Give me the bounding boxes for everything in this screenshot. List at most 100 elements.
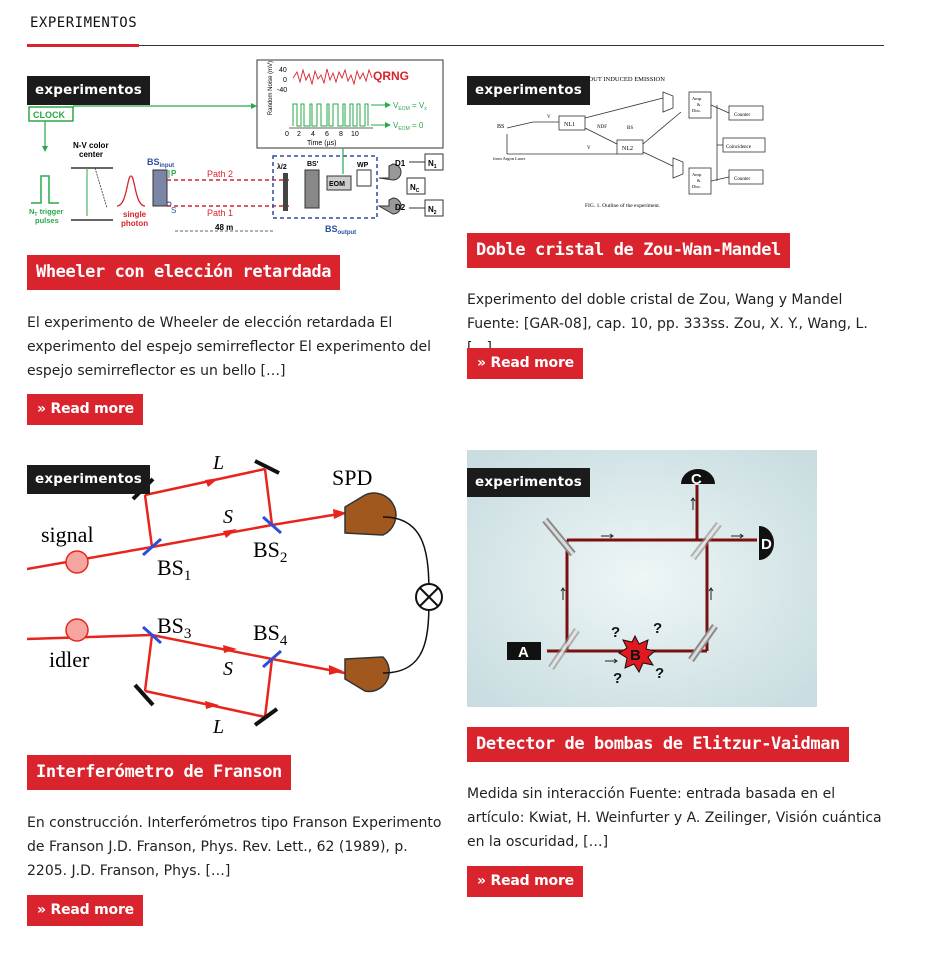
wp-label: WP (357, 162, 369, 169)
amp-label-2: & (697, 102, 701, 107)
category-badge[interactable]: experimentos (467, 76, 590, 105)
post-excerpt: En construcción. Interferómetros tipo Fr… (27, 815, 442, 879)
read-more-button[interactable]: » Read more (27, 394, 143, 425)
idler-label: idler (49, 647, 90, 672)
zou-wang-mandel-diagram: COHERENCE WITHOUT INDUCED EMISSION BS fr… (493, 76, 766, 209)
clock-label: CLOCK (33, 110, 65, 120)
svg-text:4: 4 (311, 131, 315, 138)
nv-label-1: N-V color (73, 141, 109, 150)
category-badge[interactable]: experimentos (27, 76, 150, 105)
noise-tick-40: 40 (279, 67, 287, 74)
n1-label: N1 (428, 159, 437, 170)
v1-label: V (547, 115, 551, 120)
section-header: EXPERIMENTOS (27, 0, 884, 47)
detector-c-label: C (691, 471, 702, 488)
figure-heading: COHERENCE WITHOUT INDUCED EMISSION (531, 76, 665, 83)
veom-vx-label: VEOM = Vx (393, 101, 427, 112)
svg-text:?: ? (655, 665, 664, 682)
post-thumbnail-elitzur-vaidman[interactable]: C D A B ? ? ? ? experimentos (467, 450, 817, 707)
v2-label: V (587, 146, 591, 151)
nc-label: NC (410, 183, 420, 194)
from-laser-label: from Argon Laser (493, 156, 526, 161)
bs-prime-label: BS' (307, 161, 319, 168)
read-more-button[interactable]: » Read more (467, 348, 583, 379)
veom-zero-label: VEOM = 0 (393, 121, 424, 132)
bs0-label: BS (627, 126, 633, 131)
bs2-label: BS2 (253, 537, 287, 566)
read-more-button[interactable]: » Read more (467, 866, 583, 897)
amp-label-2b: & (697, 178, 701, 183)
post-thumbnail-wheeler[interactable]: Random Noise (mV) 40 0 -40 QRNG VEOM = V… (27, 58, 452, 238)
svg-text:0: 0 (285, 131, 289, 138)
svg-text:6: 6 (325, 131, 329, 138)
bs-output-label: BSoutput (325, 224, 356, 236)
time-axis-label: Time (µs) (307, 140, 336, 147)
path2-label: Path 2 (207, 169, 233, 179)
d1-label: D1 (395, 159, 406, 168)
pulses-label: pulses (35, 216, 59, 225)
noise-axis-label: Random Noise (mV) (268, 61, 274, 115)
coincidence-label: Coincidence (726, 145, 752, 150)
source-a-label: A (518, 644, 529, 661)
svg-text:?: ? (611, 624, 620, 641)
read-more-button[interactable]: » Read more (27, 895, 143, 926)
bs3-label: BS3 (157, 613, 191, 642)
detector-d-label: D (761, 536, 772, 553)
post-thumbnail-franson[interactable]: signal L S BS1 BS2 SPD idler BS3 BS4 (27, 447, 452, 737)
long-arm-label-bottom: L (212, 716, 224, 737)
post-excerpt: Medida sin interacción Fuente: entrada b… (467, 786, 882, 850)
spd-label: SPD (332, 465, 372, 490)
noise-tick-neg40: -40 (277, 87, 287, 94)
post-card-zou-wang-mandel: COHERENCE WITHOUT INDUCED EMISSION BS fr… (467, 58, 887, 388)
post-excerpt: El experimento de Wheeler de elección re… (27, 315, 431, 379)
bomb-b-label: B (630, 647, 641, 664)
post-title-link[interactable]: Detector de bombas de Elitzur-Vaidman (467, 727, 849, 762)
photon-label: photon (121, 219, 148, 228)
post-title-link[interactable]: Doble cristal de Zou-Wan-Mandel (467, 233, 790, 268)
d2-label: D2 (395, 203, 406, 212)
time-ticks: 0 2 4 6 8 10 (285, 131, 359, 138)
amp-label-3b: Disc. (692, 184, 701, 189)
post-title-link[interactable]: Interferómetro de Franson (27, 755, 291, 790)
eom-label: EOM (329, 181, 345, 188)
amp-label-1b: Amp. (692, 172, 702, 177)
bs-input-label: BSinput (147, 157, 174, 169)
section-title-underline (27, 44, 139, 47)
n2-label: N2 (428, 205, 437, 216)
post-card-elitzur-vaidman: C D A B ? ? ? ? experimentos Detector de… (467, 450, 887, 910)
distance-label: 48 m (215, 223, 233, 232)
franson-diagram: signal L S BS1 BS2 SPD idler BS3 BS4 (27, 452, 443, 737)
p-label: P (171, 169, 177, 178)
bs-label: BS (497, 124, 504, 130)
nv-label-2: center (79, 150, 103, 159)
category-badge[interactable]: experimentos (27, 465, 150, 494)
post-thumbnail-zou-wang-mandel[interactable]: COHERENCE WITHOUT INDUCED EMISSION BS fr… (467, 58, 767, 218)
single-label: single (123, 210, 147, 219)
figure-caption: FIG. 1. Outline of the experiment. (585, 202, 661, 209)
amp-label-3: Disc. (692, 108, 701, 113)
elitzur-vaidman-diagram: C D A B ? ? ? ? (467, 450, 817, 707)
svg-text:?: ? (653, 620, 662, 637)
svg-text:8: 8 (339, 131, 343, 138)
category-badge[interactable]: experimentos (467, 468, 590, 497)
short-arm-label-top: S (223, 506, 233, 528)
section-title: EXPERIMENTOS (30, 15, 138, 31)
wheeler-diagram: Random Noise (mV) 40 0 -40 QRNG VEOM = V… (28, 59, 444, 236)
noise-tick-0: 0 (283, 77, 287, 84)
nl2-label: NL2 (622, 146, 633, 152)
question-marks: ? ? ? ? (611, 620, 664, 687)
svg-text:?: ? (613, 670, 622, 687)
lambda-label: λ/2 (277, 163, 287, 171)
post-title-link[interactable]: Wheeler con elección retardada (27, 255, 341, 290)
amp-label-1: Amp. (692, 96, 702, 101)
ndf-label: NDF (597, 125, 607, 130)
post-card-wheeler: Random Noise (mV) 40 0 -40 QRNG VEOM = V… (27, 58, 452, 438)
counter-label-2: Counter (734, 177, 750, 182)
trigger-label: NT trigger (29, 207, 63, 218)
short-arm-label-bottom: S (223, 658, 233, 680)
path1-label: Path 1 (207, 208, 233, 218)
nl1-label: NL1 (564, 122, 575, 128)
long-arm-label-top: L (212, 452, 224, 474)
svg-text:2: 2 (297, 131, 301, 138)
signal-label: signal (41, 522, 94, 547)
